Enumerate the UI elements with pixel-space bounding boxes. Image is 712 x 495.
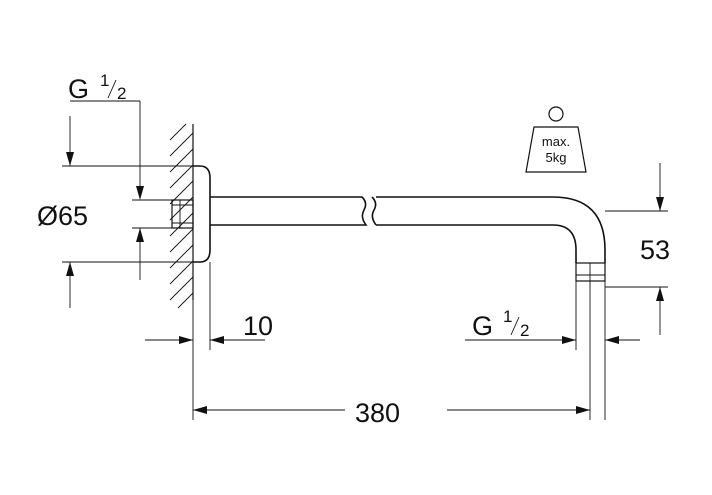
weight-line2: 5kg bbox=[546, 150, 567, 165]
diameter-label: Ø65 bbox=[37, 201, 88, 231]
thread-bottom-dimension bbox=[465, 281, 640, 420]
length-dimension bbox=[193, 281, 591, 420]
length-label: 380 bbox=[355, 398, 400, 428]
diameter-dimension bbox=[62, 116, 193, 308]
thread-top-denominator: 2 bbox=[117, 84, 126, 103]
thread-bottom-numerator: 1 bbox=[503, 307, 512, 326]
thread-top-dimension bbox=[70, 100, 172, 280]
thread-top-numerator: 1 bbox=[100, 71, 109, 90]
wall-hatching bbox=[169, 123, 194, 309]
escutcheon-flange bbox=[193, 165, 211, 263]
labels: G 1 2 Ø65 10 G 1 2 380 53 max. 5kg bbox=[37, 71, 670, 428]
shower-arm-pipe bbox=[210, 196, 606, 282]
thread-bottom-denominator: 2 bbox=[520, 321, 529, 340]
weight-line1: max. bbox=[542, 134, 570, 149]
wall bbox=[169, 123, 194, 309]
drop-dimension bbox=[605, 163, 668, 335]
thread-top-label: G bbox=[68, 74, 89, 104]
drop-label: 53 bbox=[640, 235, 670, 265]
weight-icon bbox=[525, 106, 587, 173]
depth-label: 10 bbox=[243, 311, 273, 341]
wall-connector bbox=[171, 199, 194, 229]
thread-bottom-label: G bbox=[472, 311, 493, 341]
depth-dimension bbox=[145, 262, 265, 420]
